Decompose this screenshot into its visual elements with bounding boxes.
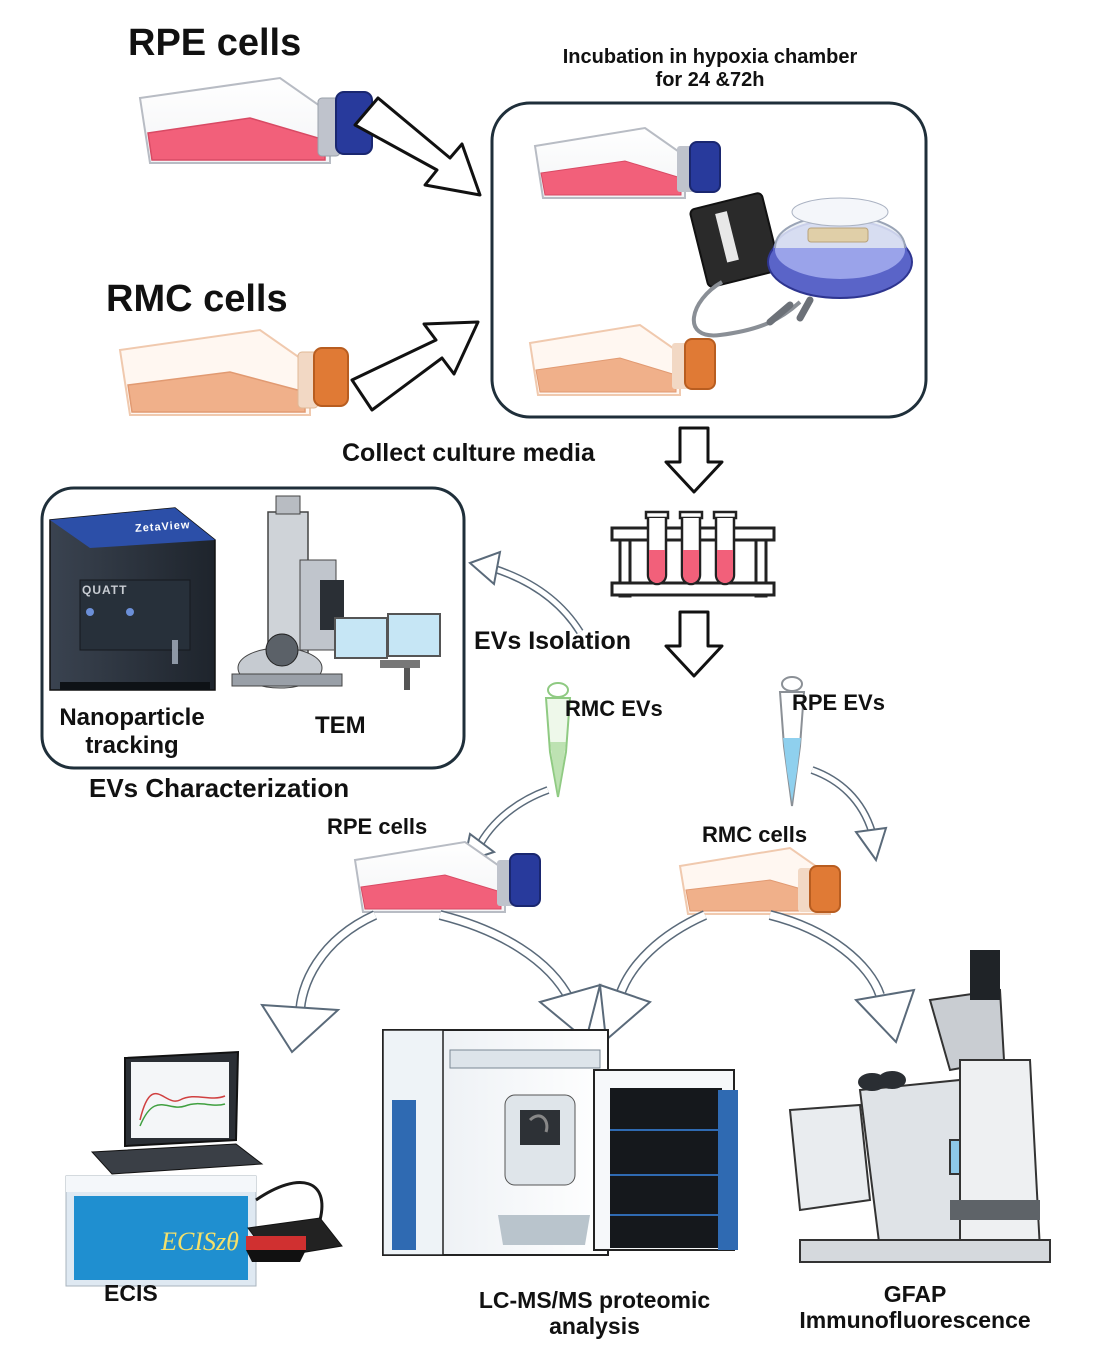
rmc-flask-mid	[678, 846, 841, 915]
gfap-line-2: Immunofluorescence	[799, 1307, 1031, 1334]
evs-isolation-label: EVs Isolation	[474, 627, 631, 655]
collect-media-label: Collect culture media	[342, 439, 595, 467]
rpe-flask-mid	[353, 840, 541, 913]
evs-characterization-label: EVs Characterization	[89, 773, 350, 803]
arrow-rpe-to-chamber	[353, 96, 482, 197]
tem-microscope	[231, 495, 441, 690]
quatt-brand: QUATT	[82, 583, 128, 597]
arrow-rpe-to-ecis	[260, 910, 378, 1054]
rpe-cells-mid-label: RPE cells	[327, 814, 428, 839]
arrow-rmc-to-lcms	[598, 910, 708, 1043]
gfap-label: GFAP Immunofluorescence	[770, 1281, 1060, 1334]
incubation-line-2: for 24 &72h	[655, 69, 765, 91]
arrow-to-characterization	[468, 550, 584, 635]
rmc-flask-top	[118, 328, 349, 416]
nanoparticle-line-1: Nanoparticle	[59, 704, 205, 731]
rmc-cells-top-label: RMC cells	[106, 278, 288, 320]
arrow-rmc-to-gfap	[768, 910, 916, 1044]
lcms-line-2: analysis	[549, 1313, 640, 1340]
rmc-flask-in-chamber	[528, 323, 716, 396]
ecis-device-logo: ECISzθ	[160, 1227, 239, 1256]
zetaview-instrument	[49, 507, 216, 691]
lcms-label: LC-MS/MS proteomic analysis	[452, 1287, 737, 1340]
fluorescence-microscope	[788, 950, 1051, 1263]
ecis-label: ECIS	[104, 1280, 158, 1306]
ecis-instrument: ECISzθ	[65, 1050, 343, 1287]
rpe-cells-top-label: RPE cells	[128, 22, 302, 64]
arrow-rpe-evs-to-rmc-cells	[810, 766, 888, 863]
rmc-cells-mid-label: RMC cells	[702, 822, 808, 847]
rpe-evs-tube	[778, 676, 806, 807]
lcms-instrument	[382, 1029, 738, 1256]
arrow-collect-media	[664, 426, 724, 494]
arrow-evs-isolation	[664, 610, 724, 678]
nanoparticle-tracking-label: Nanoparticle tracking	[44, 704, 220, 759]
incubation-line-1: Incubation in hypoxia chamber	[562, 46, 858, 68]
rpe-evs-label: RPE EVs	[792, 690, 885, 715]
tem-label: TEM	[315, 712, 366, 739]
test-tube-rack	[610, 510, 776, 598]
lcms-line-1: LC-MS/MS proteomic	[478, 1287, 711, 1313]
gfap-line-1: GFAP	[883, 1281, 947, 1307]
hypoxia-chamber-device	[689, 192, 913, 338]
rmc-evs-label: RMC EVs	[565, 696, 663, 721]
rmc-evs-tube	[544, 682, 572, 798]
arrow-rmc-to-chamber	[350, 320, 480, 412]
arrow-rpe-to-lcms	[438, 910, 602, 1042]
rpe-flask-top	[138, 76, 373, 164]
nanoparticle-line-2: tracking	[85, 731, 179, 759]
incubation-label: Incubation in hypoxia chamber for 24 &72…	[520, 46, 900, 92]
rpe-flask-in-chamber	[533, 126, 721, 199]
